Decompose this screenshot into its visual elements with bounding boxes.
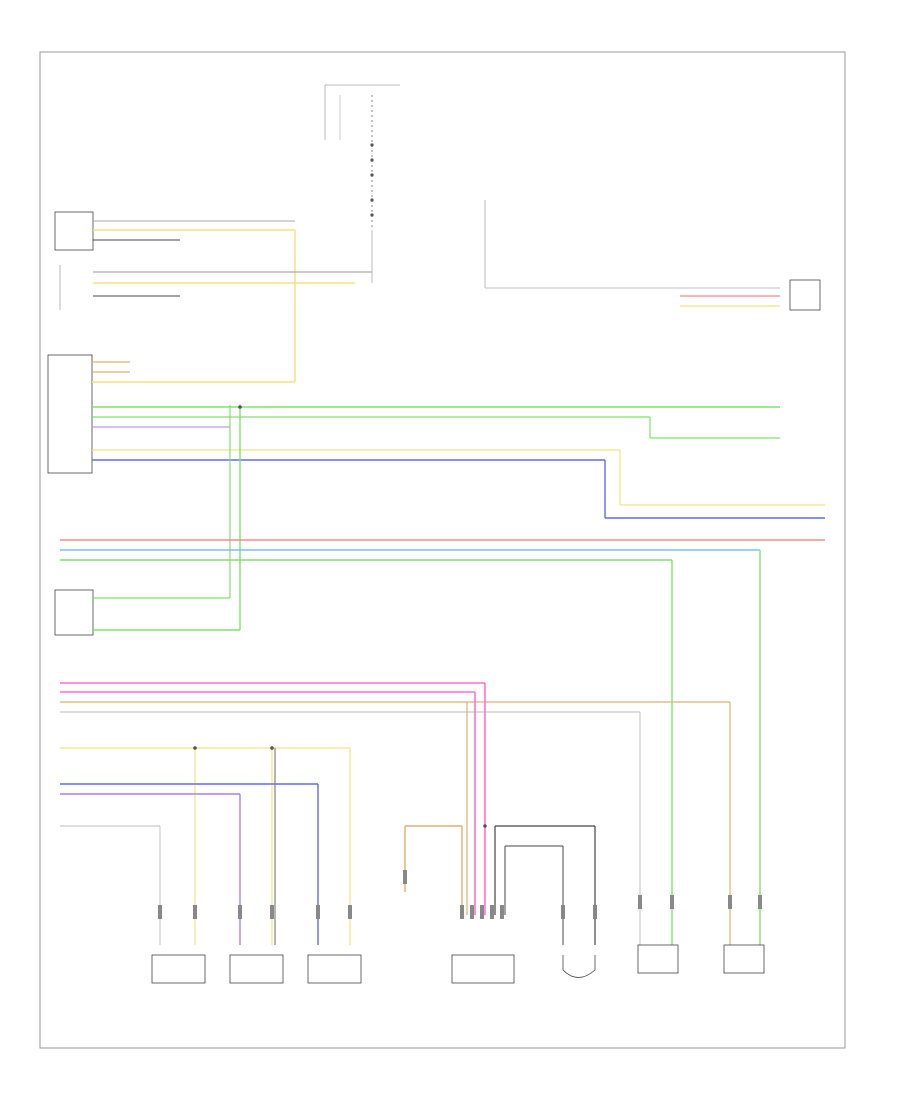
switch-box	[54, 589, 94, 636]
component-3	[307, 954, 362, 984]
component-2	[229, 954, 284, 984]
component-6	[723, 944, 765, 974]
upper-wires	[93, 200, 780, 382]
right-top-sensor	[789, 279, 821, 311]
power-feed	[324, 84, 400, 230]
component-4	[451, 954, 515, 984]
module-wires	[92, 361, 825, 630]
left-top-module	[54, 211, 94, 251]
component-5	[637, 944, 679, 974]
component-7	[562, 955, 596, 978]
lower-bus	[60, 682, 731, 945]
mid-bus	[60, 539, 825, 960]
left-control-module	[47, 354, 93, 474]
component-1	[151, 954, 206, 984]
diagram-frame	[39, 51, 846, 1049]
bottom-components	[151, 944, 765, 984]
connector-pins	[158, 870, 762, 919]
